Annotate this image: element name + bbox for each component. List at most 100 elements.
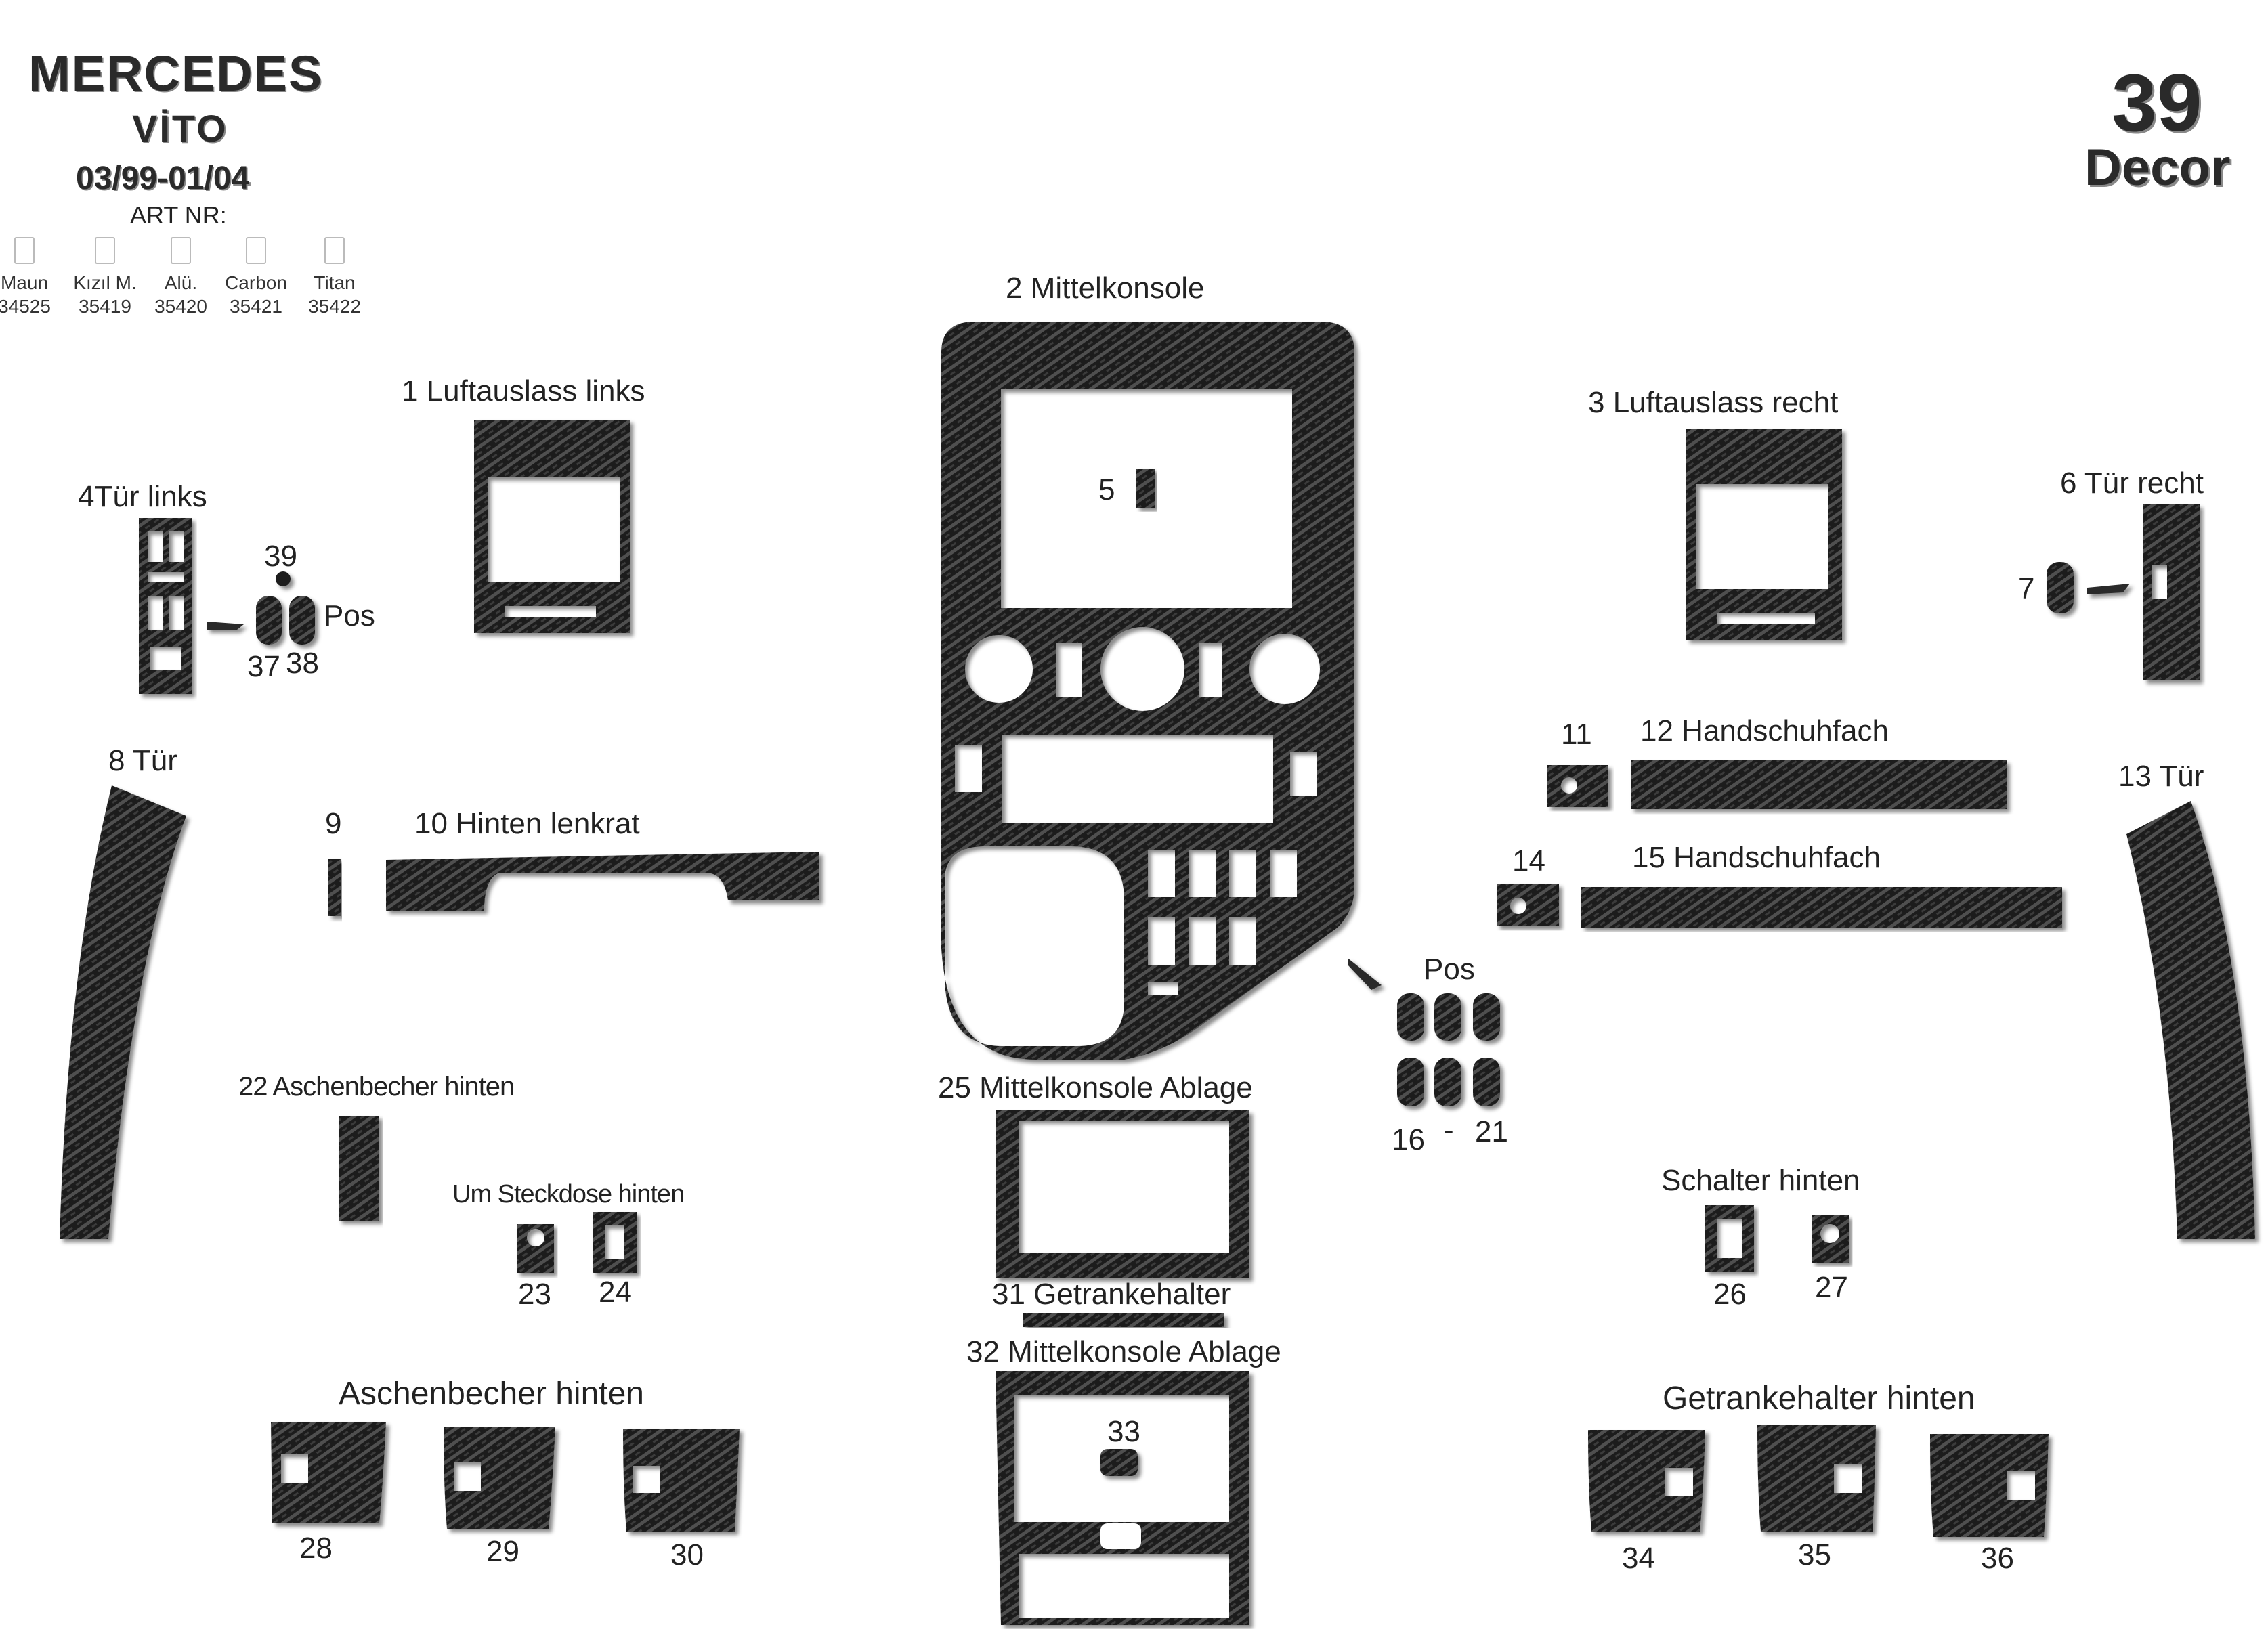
material-swatch-1: Maun 34525 [0,237,65,318]
label-part-13: 13 Tür [2118,760,2204,793]
part-27 [1812,1215,1849,1263]
part-35-cupholder-cover [1757,1425,1876,1532]
label-part-3: 3 Luftauslass recht [1588,386,1839,419]
label-part-22: 22 Aschenbecher hinten [238,1072,515,1102]
part-8-door-strip [60,785,186,1239]
logo-word: Decor [2084,139,2231,196]
label-part-8: 8 Tür [108,744,177,777]
label-schalter: Schalter hinten [1661,1164,1860,1197]
material-code: 35419 [79,296,131,317]
label-part-31: 31 Getrankehalter [992,1278,1231,1311]
part-6-door-right [2143,504,2200,680]
label-pos-left: Pos [324,599,375,632]
material-swatch-5: Titan 35422 [294,237,375,318]
part-31-cupholder-strip [1023,1313,1224,1327]
label-part-6: 6 Tür recht [2060,466,2204,500]
label-aschenbecher: Aschenbecher hinten [339,1376,644,1412]
part-16-21-pos-buttons [1348,958,1500,1106]
label-part-24: 24 [599,1276,632,1309]
swatch-box [246,237,266,264]
material-code: 35422 [308,296,361,317]
label-part-2: 2 Mittelkonsole [1006,272,1205,305]
part-26 [1705,1205,1754,1272]
label-part-10: 10 Hinten lenkrat [414,807,640,840]
material-swatch-4: Carbon 35421 [215,237,297,318]
part-9 [328,859,341,916]
label-part-32: 32 Mittelkonsole Ablage [966,1335,1281,1368]
logo-number: 39 [2112,58,2202,148]
label-part-25: 25 Mittelkonsole Ablage [938,1071,1253,1104]
label-pos-center: Pos [1424,953,1475,986]
label-part-37: 37 [247,650,280,683]
label-part-23: 23 [518,1278,551,1311]
art-nr-label: ART NR: [130,201,227,229]
material-name: Kızıl M. [73,272,137,293]
label-part-39: 39 [264,540,297,573]
label-getrankehalter: Getrankehalter hinten [1663,1381,1975,1416]
brand-title: MERCEDES [28,45,324,102]
part-28-ashtray-cover [271,1422,386,1523]
part-12-glovebox-strip [1631,760,2007,809]
label-part-22-num: 22 Aschenbecher hinten [238,1071,515,1102]
label-part-14: 14 [1512,844,1545,877]
part-4-door-left [139,518,192,694]
part-7 [2047,562,2130,613]
swatch-box [14,237,35,264]
part-25-console-tray [996,1110,1249,1278]
part-29-ashtray-cover [444,1427,555,1529]
part-15-glovebox-strip [1581,887,2062,928]
part-34-cupholder-cover [1588,1430,1705,1532]
part-23 [517,1224,554,1273]
part-3-vent-right [1686,429,1842,640]
material-swatch-3: Alü. 35420 [140,237,221,318]
part-24 [593,1212,637,1273]
label-part-21: 21 [1475,1115,1508,1148]
label-part-12: 12 Handschuhfach [1640,714,1889,747]
material-swatch-2: Kızıl M. 35419 [64,237,146,318]
material-name: Carbon [225,272,287,293]
label-part-26: 26 [1713,1278,1747,1311]
part-37-38-39-pos-left [207,571,315,645]
material-code: 35421 [230,296,282,317]
part-14 [1497,884,1559,926]
material-code: 35420 [154,296,207,317]
part-5-insert [1136,469,1155,508]
label-part-1: 1 Luftauslass links [402,374,645,408]
part-10-steering-cover [386,852,819,911]
swatch-box [95,237,115,264]
part-22 [339,1116,379,1221]
part-32-console-tray [996,1371,1249,1625]
part-11 [1547,765,1608,807]
label-part-11: 11 [1561,718,1592,751]
label-part-38: 38 [286,647,319,680]
label-part-29: 29 [486,1535,519,1568]
label-part-15: 15 Handschuhfach [1632,841,1881,874]
label-part-5: 5 [1098,473,1115,506]
label-dash: - [1444,1114,1454,1147]
label-part-28: 28 [299,1532,333,1565]
label-steckdose: Um Steckdose hinten [452,1180,685,1209]
part-1-vent-left [474,420,630,633]
label-part-36: 36 [1981,1542,2014,1575]
part-2-center-console [941,322,1354,1060]
label-part-9: 9 [325,807,342,840]
label-part-33: 33 [1107,1415,1140,1448]
label-part-34: 34 [1622,1542,1655,1575]
label-part-27: 27 [1815,1271,1848,1304]
part-30-ashtray-cover [623,1429,740,1532]
label-part-4: 4Tür links [78,480,207,513]
part-36-cupholder-cover [1930,1434,2049,1537]
material-name: Maun [0,272,49,293]
swatch-box [171,237,191,264]
material-name: Titan [314,272,356,293]
part-13-door-strip [2126,801,2255,1239]
years-title: 03/99-01/04 [76,160,250,196]
swatch-box [324,237,345,264]
material-code: 34525 [0,296,51,317]
label-part-30: 30 [670,1538,704,1571]
label-part-16: 16 [1392,1123,1425,1156]
label-part-35: 35 [1798,1538,1831,1571]
material-name: Alü. [164,272,198,293]
label-part-7: 7 [2018,572,2035,605]
